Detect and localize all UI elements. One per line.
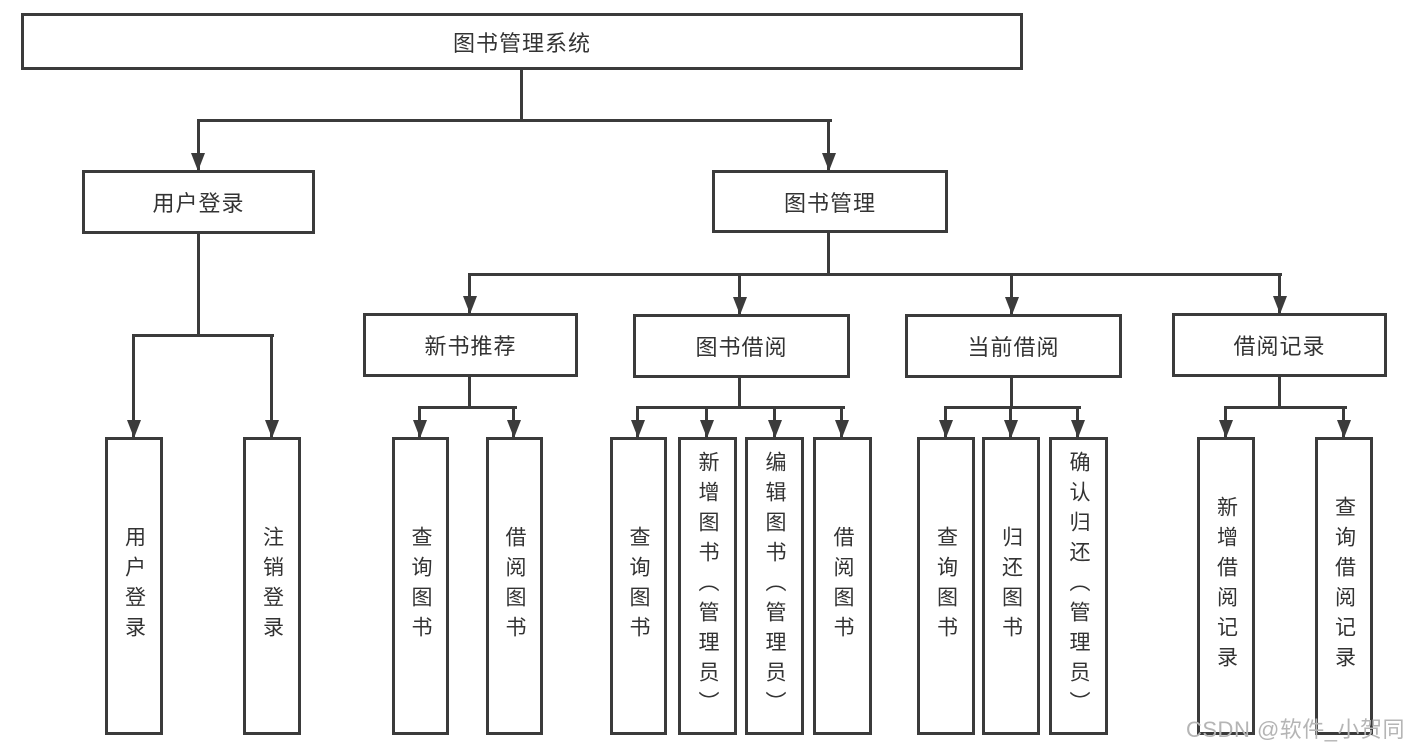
node-book-management: 图书管理 bbox=[712, 170, 948, 233]
connector-line bbox=[468, 377, 471, 409]
node-label: 编辑图书（管理员） bbox=[763, 451, 787, 721]
node-label: 新增借阅记录 bbox=[1214, 496, 1238, 676]
connector-line bbox=[1278, 377, 1281, 409]
arrow-down-icon bbox=[1273, 296, 1287, 314]
connector-line bbox=[132, 334, 274, 337]
node-label: 用户登录 bbox=[152, 191, 245, 216]
node-leaf-return-books: 归还图书 bbox=[982, 437, 1040, 735]
node-leaf-add-borrow-record: 新增借阅记录 bbox=[1197, 437, 1255, 735]
node-current-borrowing: 当前借阅 bbox=[905, 314, 1122, 378]
node-label: 注销登录 bbox=[260, 526, 284, 646]
node-label: 查询借阅记录 bbox=[1332, 496, 1356, 676]
node-label: 借阅图书 bbox=[503, 526, 527, 646]
connector-line bbox=[1010, 378, 1013, 409]
node-leaf-query-books-3: 查询图书 bbox=[917, 437, 975, 735]
node-label: 查询图书 bbox=[409, 526, 433, 646]
node-leaf-edit-books-admin: 编辑图书（管理员） bbox=[745, 437, 804, 735]
node-leaf-query-books-1: 查询图书 bbox=[392, 437, 449, 735]
connector-line bbox=[197, 119, 200, 170]
connector-line bbox=[197, 119, 832, 122]
connector-line bbox=[738, 273, 741, 316]
arrow-down-icon bbox=[835, 420, 849, 438]
node-leaf-query-books-2: 查询图书 bbox=[610, 437, 667, 735]
node-leaf-user-login: 用户登录 bbox=[105, 437, 163, 735]
arrow-down-icon bbox=[733, 297, 747, 315]
arrow-down-icon bbox=[1004, 420, 1018, 438]
node-label: 用户登录 bbox=[122, 526, 146, 646]
connector-line bbox=[1224, 406, 1347, 409]
node-label: 当前借阅 bbox=[967, 335, 1060, 360]
connector-line bbox=[132, 334, 135, 437]
node-label: 新增图书（管理员） bbox=[696, 451, 720, 721]
arrow-down-icon bbox=[1005, 297, 1019, 315]
connector-line bbox=[197, 233, 200, 337]
node-label: 新书推荐 bbox=[424, 334, 517, 359]
connector-line bbox=[418, 406, 517, 409]
arrow-down-icon bbox=[413, 420, 427, 438]
node-book-borrowing: 图书借阅 bbox=[633, 314, 850, 378]
arrow-down-icon bbox=[507, 420, 521, 438]
connector-line bbox=[1010, 273, 1013, 316]
arrow-down-icon bbox=[1337, 420, 1351, 438]
connector-line bbox=[636, 406, 845, 409]
arrow-down-icon bbox=[191, 153, 205, 171]
connector-line bbox=[1278, 273, 1281, 315]
arrow-down-icon bbox=[700, 420, 714, 438]
node-label: 归还图书 bbox=[999, 526, 1023, 646]
node-label: 查询图书 bbox=[934, 526, 958, 646]
csdn-watermark: CSDN @软件_小贺同学 bbox=[1186, 717, 1405, 742]
node-leaf-confirm-return-admin: 确认归还（管理员） bbox=[1049, 437, 1108, 735]
connector-line bbox=[738, 378, 741, 409]
arrow-down-icon bbox=[1071, 420, 1085, 438]
node-new-book-recommend: 新书推荐 bbox=[363, 313, 578, 377]
node-label: 图书借阅 bbox=[695, 335, 788, 360]
node-leaf-borrow-books-2: 借阅图书 bbox=[813, 437, 872, 735]
arrow-down-icon bbox=[463, 296, 477, 314]
connector-line bbox=[944, 406, 1081, 409]
node-leaf-add-books-admin: 新增图书（管理员） bbox=[678, 437, 737, 735]
node-label: 查询图书 bbox=[627, 526, 651, 646]
arrow-down-icon bbox=[127, 420, 141, 438]
node-label: 确认归还（管理员） bbox=[1067, 451, 1091, 721]
connector-line bbox=[827, 232, 830, 276]
node-borrowing-records: 借阅记录 bbox=[1172, 313, 1387, 377]
node-label: 图书管理系统 bbox=[452, 30, 591, 56]
node-leaf-borrow-books-1: 借阅图书 bbox=[486, 437, 543, 735]
arrow-down-icon bbox=[265, 420, 279, 438]
arrow-down-icon bbox=[768, 420, 782, 438]
node-label: 借阅记录 bbox=[1233, 334, 1326, 359]
connector-line bbox=[520, 69, 523, 122]
node-label: 借阅图书 bbox=[831, 526, 855, 646]
arrow-down-icon bbox=[631, 420, 645, 438]
node-user-login: 用户登录 bbox=[82, 170, 315, 234]
connector-line bbox=[468, 273, 1282, 276]
connector-line bbox=[270, 334, 273, 437]
arrow-down-icon bbox=[1219, 420, 1233, 438]
connector-line bbox=[827, 119, 830, 170]
node-library-management-system: 图书管理系统 bbox=[21, 13, 1023, 70]
node-label: 图书管理 bbox=[783, 190, 876, 216]
arrow-down-icon bbox=[822, 153, 836, 171]
node-leaf-query-borrow-record: 查询借阅记录 bbox=[1315, 437, 1373, 735]
node-leaf-logout: 注销登录 bbox=[243, 437, 301, 735]
connector-line bbox=[468, 273, 471, 315]
arrow-down-icon bbox=[939, 420, 953, 438]
